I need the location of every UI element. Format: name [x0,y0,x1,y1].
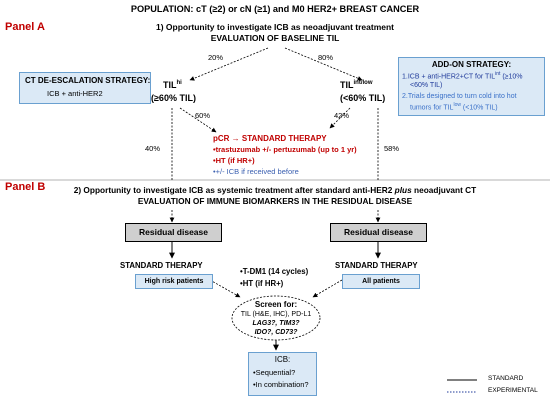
addon-item2-line2: tumors for TILlow (<10% TIL) [410,102,498,112]
icb-combination: •In combination? [253,380,309,389]
icb-box: ICB: •Sequential? •In combination? [248,352,317,396]
panel-a-title: 1) Opportunity to investigate ICB as neo… [155,22,395,32]
panel-b-title: 2) Opportunity to investigate ICB as sys… [73,185,477,195]
pcr-title: pCR → STANDARD THERAPY [213,134,327,143]
til-low-range: (<60% TIL) [340,93,386,103]
addon-title: ADD-ON STRATEGY: [431,60,512,69]
population-title: POPULATION: cT (≥2) or cN (≥1) and M0 HE… [130,4,420,14]
pcr-bullet-icb: •+/- ICB if received before [213,167,299,176]
pct-hi-pcr: 60% [195,111,211,120]
screen-line1: TIL (H&E, IHC), PD-L1 [240,311,312,318]
deescalation-box: CT DE-ESCALATION STRATEGY: ICB + anti-HE… [19,72,151,104]
residual-disease-right-box: Residual disease [330,223,427,242]
pcr-bullet-ht: •HT (if HR+) [213,156,255,165]
icb-sequential: •Sequential? [253,368,296,377]
legend-experimental: EXPERIMENTAL [488,387,538,394]
icb-title: ICB: [274,355,291,364]
addon-item2-line1: 2.Trials designed to turn cold into hot [402,93,517,100]
til-hi-label: TILhi [163,80,182,90]
til-hi-range: (≥60% TIL) [151,93,196,103]
pcr-bullet-trastuzumab: •trastuzumab +/- pertuzumab (up to 1 yr) [213,145,357,154]
legend-standard: STANDARD [488,375,524,382]
high-risk-label: High risk patients [144,278,204,285]
addon-item1-line1: 1.ICB + anti-HER2+CT for TILint (≥10% [402,71,523,81]
til-low-label: TILint/low [340,80,373,90]
pct-low-down: 58% [384,144,400,153]
all-patients-label: All patients [362,278,400,285]
tdm1-bullet: •T-DM1 (14 cycles) [240,267,309,276]
all-patients-box: All patients [342,274,420,289]
panel-b-label: Panel B [5,181,46,193]
pct-left-split: 20% [208,53,224,62]
pct-hi-down: 40% [145,144,161,153]
panel-a-subtitle: EVALUATION OF BASELINE TIL [210,33,340,43]
residual-disease-left-box: Residual disease [125,223,222,242]
high-risk-box: High risk patients [135,274,213,289]
panel-b-subtitle: EVALUATION OF IMMUNE BIOMARKERS IN THE R… [137,196,413,206]
screen-line2: LAG3?, TIM3? [252,320,300,327]
screen-line3: IDO?, CD73? [254,329,298,336]
screen-oval [231,295,321,341]
ht-bullet: •HT (if HR+) [240,279,284,288]
pct-right-split: 80% [318,53,334,62]
addon-box: ADD-ON STRATEGY: 1.ICB + anti-HER2+CT fo… [398,57,545,116]
deescalation-title: CT DE-ESCALATION STRATEGY: [25,76,151,85]
panel-a-label: Panel A [5,21,45,33]
pct-low-pcr: 42% [334,111,350,120]
residual-disease-right: Residual disease [344,227,413,237]
screen-title: Screen for: [254,300,298,309]
addon-item1-line2: <60% TIL) [410,82,443,89]
deescalation-body: ICB + anti-HER2 [47,89,103,98]
residual-disease-left: Residual disease [139,227,208,237]
standard-therapy-right: STANDARD THERAPY [335,261,418,270]
standard-therapy-left: STANDARD THERAPY [120,261,203,270]
